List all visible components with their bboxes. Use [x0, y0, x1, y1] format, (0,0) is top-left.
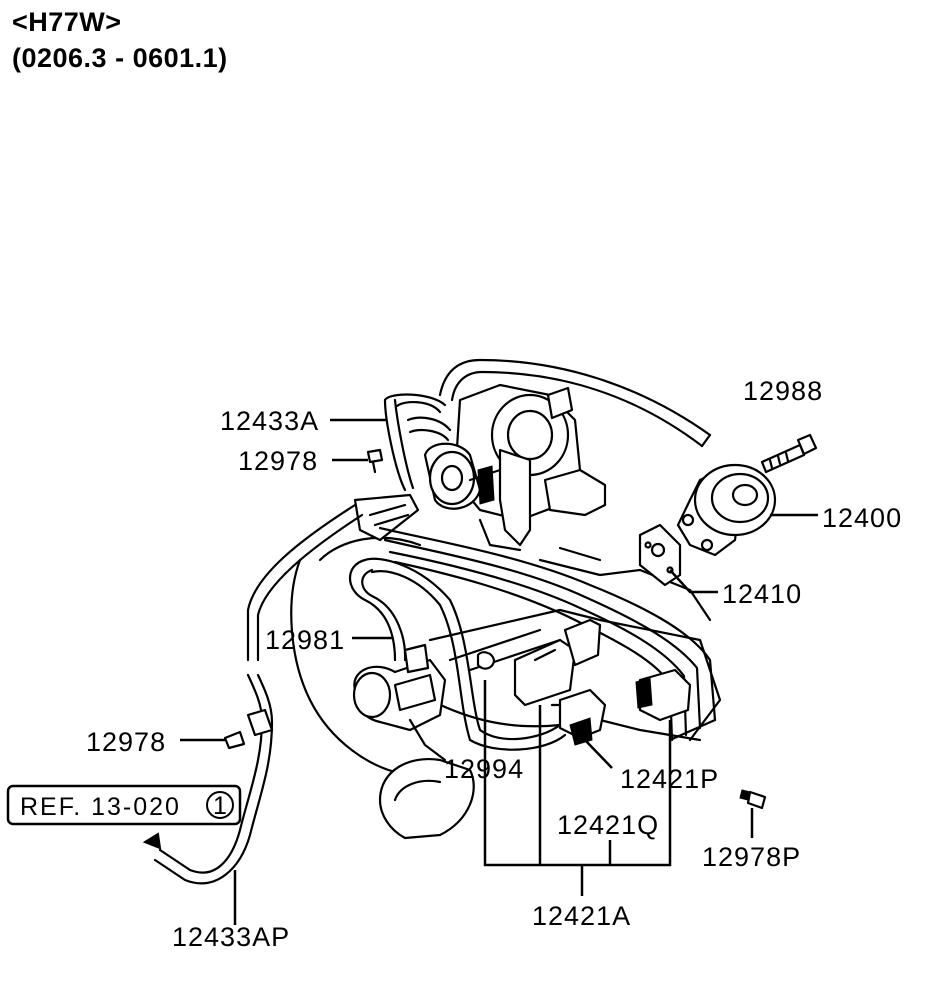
top-hose-drawing — [438, 358, 712, 448]
label-12421q: 12421Q — [557, 810, 659, 840]
label-12400: 12400 — [822, 503, 902, 533]
label-12421a: 12421A — [532, 901, 631, 931]
screw-12978p-drawing — [739, 789, 767, 810]
label-12978-left: 12978 — [86, 727, 166, 757]
solenoid-valves-drawing — [352, 618, 692, 762]
leader-lines — [180, 418, 818, 925]
screw-12978-left-drawing — [223, 730, 246, 750]
date-range: (0206.3 - 0601.1) — [12, 43, 228, 73]
hose-12433ap-drawing — [153, 503, 364, 885]
valve-12400-drawing — [676, 463, 777, 557]
bolt-12988-drawing — [760, 433, 818, 474]
reference-box[interactable]: REF. 13-020 1 — [6, 784, 242, 826]
side-hoses-drawing — [378, 526, 717, 742]
screw-12978-top-drawing — [366, 448, 384, 474]
label-12978p: 12978P — [702, 842, 801, 872]
model-code: <H77W> — [12, 7, 122, 37]
reference-text: REF. 13-020 — [20, 793, 181, 821]
diagram-header: <H77W> (0206.3 - 0601.1) — [12, 4, 228, 76]
label-12433a: 12433A — [220, 406, 319, 436]
label-12981: 12981 — [265, 625, 345, 655]
label-12410: 12410 — [722, 579, 802, 609]
label-12994: 12994 — [444, 754, 524, 784]
reference-circle — [206, 791, 234, 819]
reference-circled-number: 1 — [213, 792, 229, 820]
label-12978-top: 12978 — [238, 446, 318, 476]
label-12988: 12988 — [743, 376, 823, 406]
label-12433ap: 12433AP — [172, 922, 290, 952]
reference-arrow-icon — [142, 832, 162, 850]
label-12421p: 12421P — [620, 764, 719, 794]
hose-12981-drawing — [349, 557, 567, 751]
hose-bundle-12433a-drawing — [353, 393, 452, 542]
throttle-body-drawing — [423, 383, 607, 552]
